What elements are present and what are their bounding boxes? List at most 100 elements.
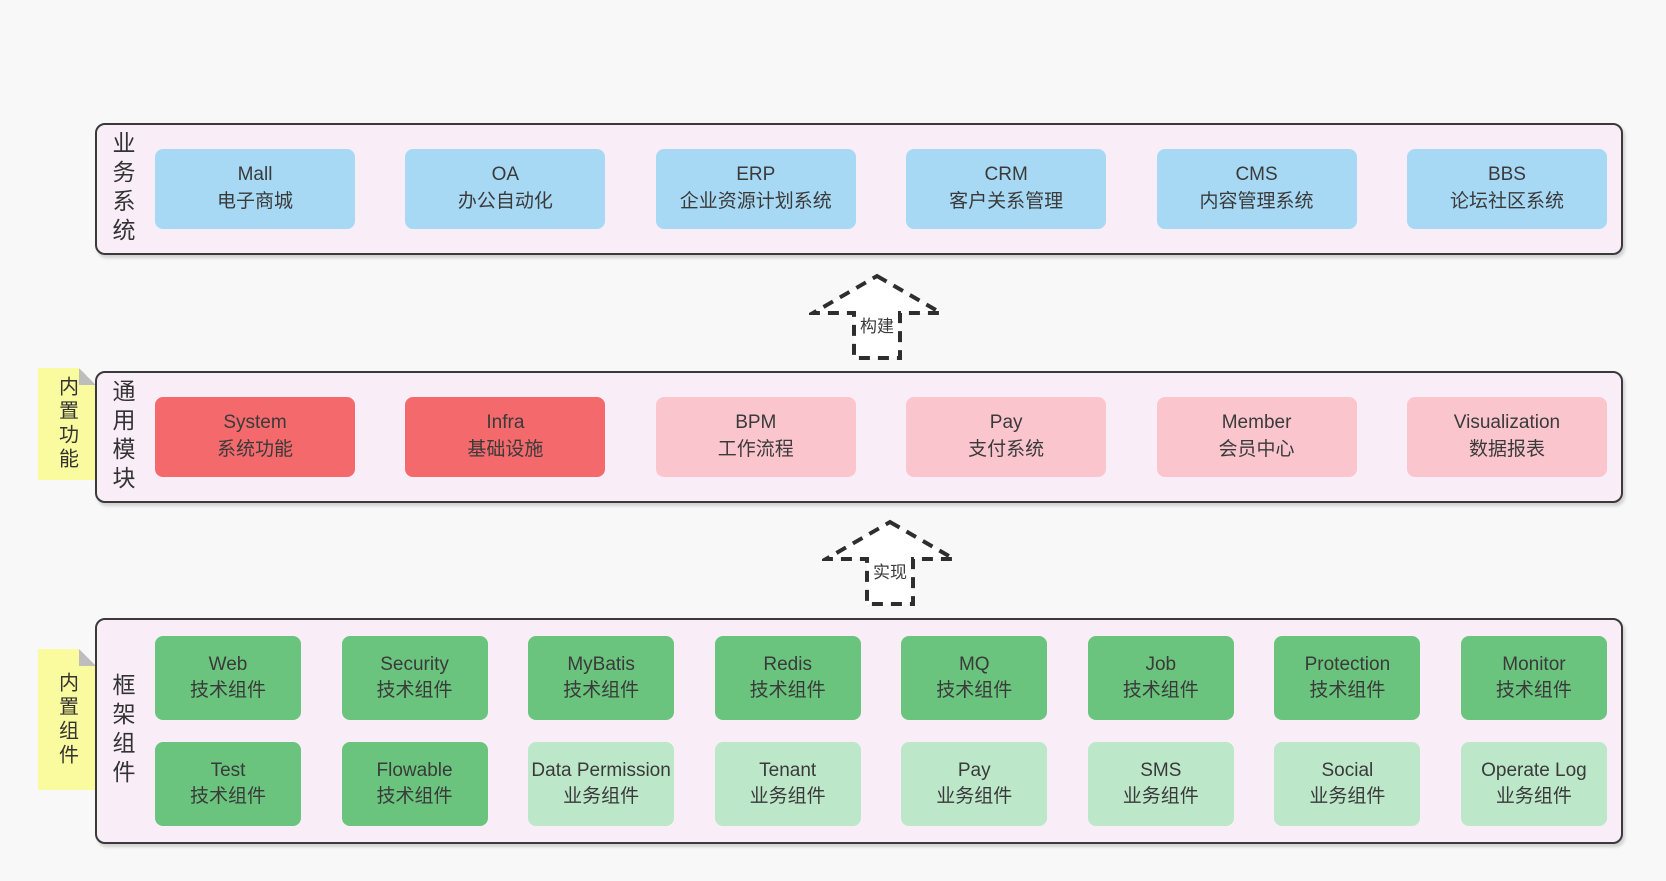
box-title: CMS: [1235, 164, 1278, 186]
box-subtitle: 技术组件: [1309, 680, 1386, 701]
box-title: Job: [1145, 654, 1177, 676]
box-title: Data Permission: [531, 760, 671, 782]
box-title: Infra: [486, 412, 525, 434]
box-subtitle: 客户关系管理: [949, 191, 1064, 212]
box-title: Pay: [957, 760, 991, 782]
box-title: Operate Log: [1481, 760, 1587, 782]
box-erp: ERP 企业资源计划系统: [655, 149, 856, 229]
box-bpm: BPM 工作流程: [655, 397, 856, 477]
box-flowable: Flowable 技术组件: [341, 742, 488, 826]
tab-text: 内置功能: [55, 376, 78, 472]
box-title: Protection: [1304, 654, 1391, 676]
folded-corner-icon: [79, 649, 96, 666]
box-subtitle: 论坛社区系统: [1449, 191, 1564, 212]
box-subtitle: 电子商城: [216, 191, 293, 212]
box-title: Pay: [989, 412, 1023, 434]
implement-arrow: 实现: [822, 518, 958, 608]
layer-label-text: 业务系统: [109, 131, 135, 247]
box-title: BPM: [735, 412, 777, 434]
box-subtitle: 技术组件: [189, 680, 266, 701]
build-arrow: 构建: [809, 272, 945, 362]
box-title: Redis: [763, 654, 812, 676]
box-operate-log: Operate Log 业务组件: [1460, 742, 1607, 826]
box-title: System: [223, 412, 287, 434]
box-member: Member 会员中心: [1156, 397, 1357, 477]
framework-components-rows: Web 技术组件 Security 技术组件 MyBatis 技术组件 Redi…: [147, 620, 1621, 842]
box-title: Monitor: [1502, 654, 1566, 676]
box-title: Flowable: [376, 760, 453, 782]
box-subtitle: 业务组件: [936, 786, 1013, 807]
layer-label-text: 通用模块: [109, 379, 135, 495]
box-web: Web 技术组件: [155, 636, 301, 720]
box-system: System 系统功能: [155, 397, 355, 477]
box-subtitle: 支付系统: [968, 439, 1045, 460]
box-title: CRM: [984, 164, 1028, 186]
box-test: Test 技术组件: [155, 742, 301, 826]
box-sms: SMS 业务组件: [1087, 742, 1234, 826]
arrow-label-build: 构建: [857, 312, 897, 337]
box-cms: CMS 内容管理系统: [1156, 149, 1357, 229]
box-title: Mall: [237, 164, 273, 186]
box-title: Tenant: [759, 760, 817, 782]
box-subtitle: 业务组件: [1495, 786, 1572, 807]
sticky-tab-built-in-components: 内置组件: [38, 649, 96, 790]
box-title: MQ: [958, 654, 990, 676]
box-crm: CRM 客户关系管理: [906, 149, 1107, 229]
box-title: Web: [208, 654, 248, 676]
box-title: Security: [380, 654, 449, 676]
box-title: ERP: [736, 164, 776, 186]
box-title: Social: [1321, 760, 1374, 782]
box-subtitle: 企业资源计划系统: [679, 191, 832, 212]
box-infra: Infra 基础设施: [405, 397, 606, 477]
box-mall: Mall 电子商城: [155, 149, 355, 229]
box-subtitle: 技术组件: [749, 680, 826, 701]
box-protection: Protection 技术组件: [1274, 636, 1421, 720]
box-pay-system: Pay 支付系统: [906, 397, 1107, 477]
box-redis: Redis 技术组件: [714, 636, 861, 720]
biz-components-row: Test 技术组件 Flowable 技术组件 Data Permission …: [155, 742, 1607, 826]
box-data-permission: Data Permission 业务组件: [528, 742, 675, 826]
box-mybatis: MyBatis 技术组件: [528, 636, 675, 720]
box-monitor: Monitor 技术组件: [1460, 636, 1607, 720]
folded-corner-icon: [79, 368, 96, 385]
box-mq: MQ 技术组件: [901, 636, 1048, 720]
box-subtitle: 技术组件: [1122, 680, 1199, 701]
box-subtitle: 业务组件: [1122, 786, 1199, 807]
box-pay-component: Pay 业务组件: [901, 742, 1048, 826]
box-subtitle: 技术组件: [563, 680, 640, 701]
box-subtitle: 技术组件: [376, 786, 453, 807]
common-modules-box-row: System 系统功能 Infra 基础设施 BPM 工作流程 Pay 支付系统…: [147, 373, 1621, 501]
box-subtitle: 办公自动化: [457, 191, 553, 212]
box-subtitle: 技术组件: [376, 680, 453, 701]
box-title: BBS: [1487, 164, 1526, 186]
arrow-label-implement: 实现: [870, 558, 910, 583]
tech-components-row: Web 技术组件 Security 技术组件 MyBatis 技术组件 Redi…: [155, 636, 1607, 720]
box-oa: OA 办公自动化: [405, 149, 606, 229]
box-subtitle: 系统功能: [216, 439, 293, 460]
layer-label-text: 框架组件: [109, 673, 135, 789]
box-title: OA: [491, 164, 520, 186]
layer-label-business-systems: 业务系统: [97, 125, 147, 253]
sticky-tab-built-in-functions: 内置功能: [38, 368, 96, 480]
box-subtitle: 技术组件: [936, 680, 1013, 701]
box-title: SMS: [1140, 760, 1182, 782]
box-title: Visualization: [1453, 412, 1561, 434]
box-subtitle: 会员中心: [1218, 439, 1295, 460]
panel-common-modules: 通用模块 System 系统功能 Infra 基础设施 BPM 工作流程 Pay…: [95, 371, 1623, 503]
box-subtitle: 技术组件: [189, 786, 266, 807]
box-tenant: Tenant 业务组件: [714, 742, 861, 826]
layer-label-common-modules: 通用模块: [97, 373, 147, 501]
box-title: Test: [210, 760, 246, 782]
box-subtitle: 技术组件: [1495, 680, 1572, 701]
layer-label-framework-components: 框架组件: [97, 620, 147, 842]
box-subtitle: 内容管理系统: [1199, 191, 1314, 212]
box-subtitle: 业务组件: [749, 786, 826, 807]
box-job: Job 技术组件: [1087, 636, 1234, 720]
panel-business-systems: 业务系统 Mall 电子商城 OA 办公自动化 ERP 企业资源计划系统 CRM…: [95, 123, 1623, 255]
box-subtitle: 工作流程: [717, 439, 794, 460]
box-title: Member: [1221, 412, 1292, 434]
box-subtitle: 业务组件: [1309, 786, 1386, 807]
box-title: MyBatis: [567, 654, 635, 676]
tab-text: 内置组件: [55, 671, 78, 768]
box-security: Security 技术组件: [341, 636, 488, 720]
